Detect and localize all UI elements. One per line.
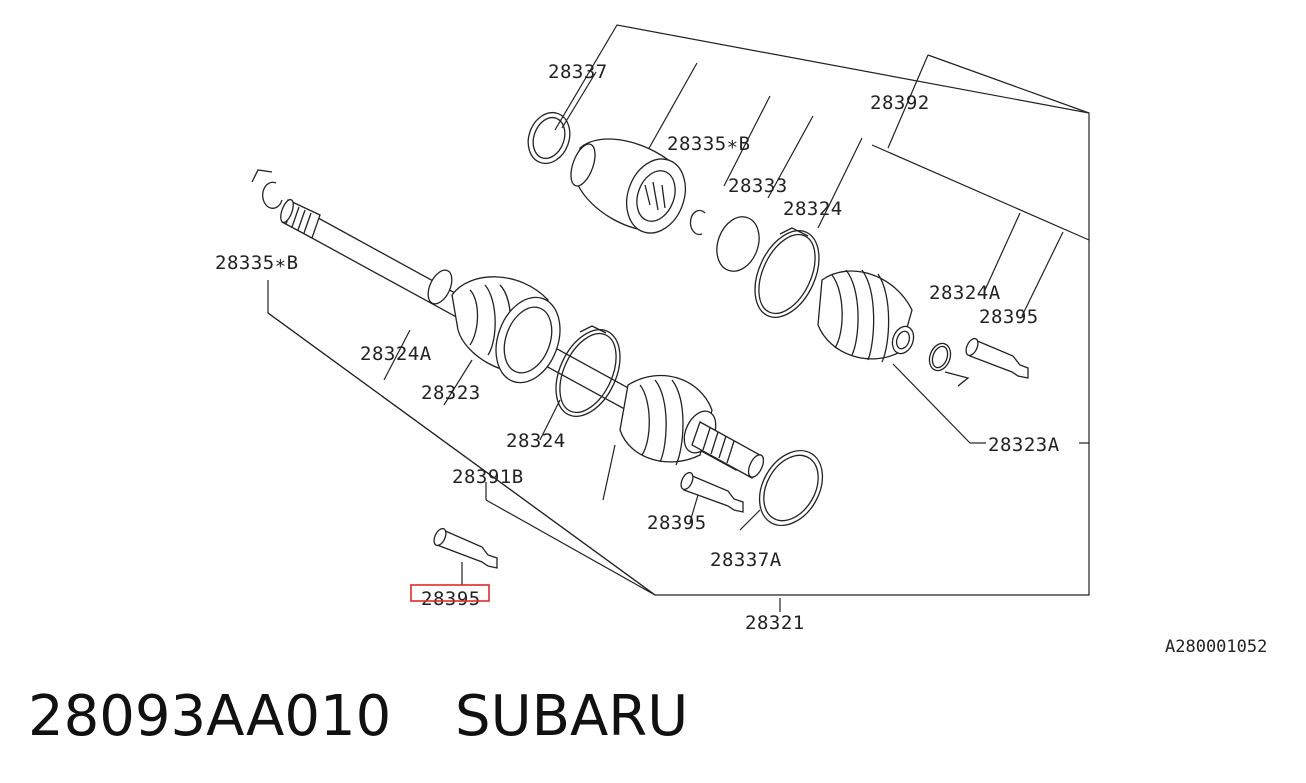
callout-28392[interactable]: 28392 [870,92,930,114]
boot-band-mid [555,325,621,417]
parts-diagram: 28337 28335∗B 28392 28333 28324 28335∗B … [215,24,1267,657]
brand-name: SUBARU [455,684,689,749]
callout-28391b[interactable]: 28391B [452,466,524,488]
circlip-left [251,169,283,209]
grease-packet-right [965,337,1029,379]
seal-ring-lower [758,449,824,527]
seal-ring-top [527,111,571,165]
callout-28324a-left[interactable]: 28324A [360,343,432,365]
callout-28324-mid[interactable]: 28324 [506,430,566,452]
callout-28321[interactable]: 28321 [745,612,805,634]
callout-28335b-top[interactable]: 28335∗B [667,133,751,155]
grease-packet-mid [680,471,744,513]
callout-28323[interactable]: 28323 [421,382,481,404]
o-ring [716,216,760,272]
callout-28337a[interactable]: 28337A [710,549,782,571]
callout-28324a-right[interactable]: 28324A [929,282,1001,304]
inner-joint-left [427,269,561,384]
part-number: 28093AA010 [28,684,392,749]
grease-packet-bottom [433,527,498,569]
callout-28333[interactable]: 28333 [728,175,788,197]
callout-28395-mid[interactable]: 28395 [647,512,707,534]
callout-labels: 28337 28335∗B 28392 28333 28324 28335∗B … [215,61,1060,634]
callout-28337[interactable]: 28337 [548,61,608,83]
boot-right [817,269,915,363]
outer-joint [619,374,765,479]
callout-28395-bottom[interactable]: 28395 [421,588,481,610]
small-band-right [928,342,970,387]
callout-28323a[interactable]: 28323A [988,434,1060,456]
snap-ring-top [689,209,706,236]
boot-band-top [754,227,820,318]
highlight-box [410,584,490,602]
callout-28395-right[interactable]: 28395 [979,306,1039,328]
diagram-code: A280001052 [1165,637,1267,657]
callout-28324-top[interactable]: 28324 [783,198,843,220]
inner-joint-housing-top [570,138,686,234]
callout-28335b-left[interactable]: 28335∗B [215,252,299,274]
frame-lines [267,24,1090,612]
footer: 28093AA010 SUBARU [28,684,688,754]
